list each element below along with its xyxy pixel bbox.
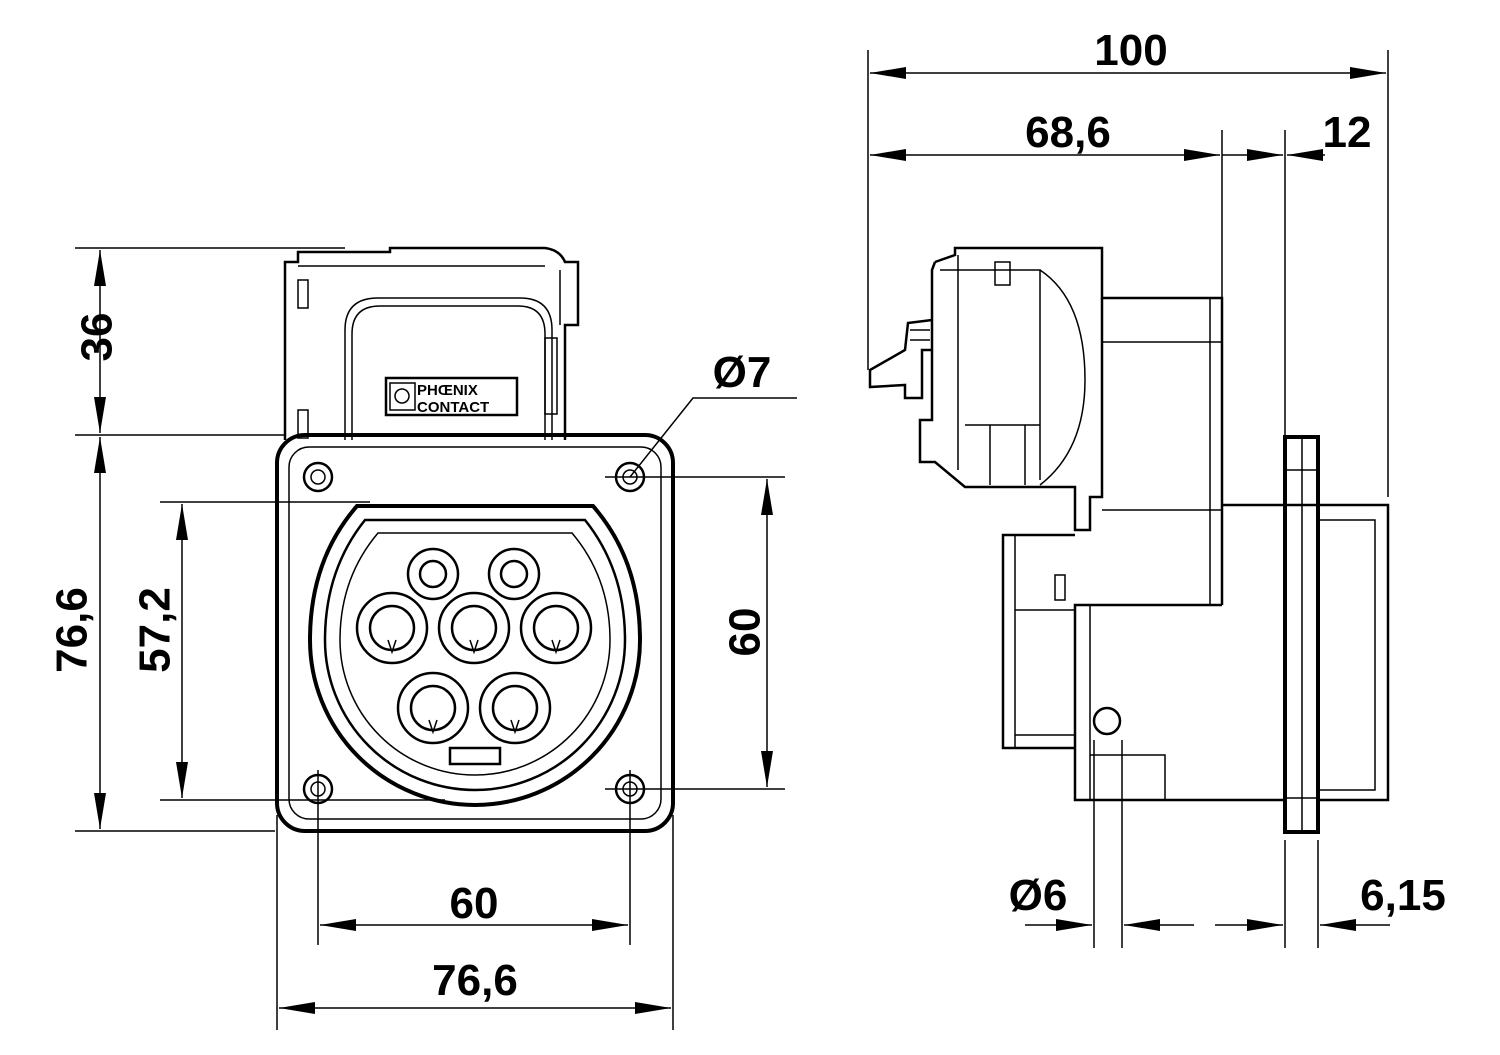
front-extension-lines [75, 247, 785, 1030]
side-dimension-lines [870, 67, 1390, 931]
contact-pin-pp [487, 547, 541, 601]
front-view: PHŒNIX CONTACT [48, 246, 797, 1030]
dim-inner-height: 57,2 [131, 587, 180, 673]
dim-rear-depth: 68,6 [1025, 108, 1111, 157]
contact-pin-cp [406, 547, 460, 601]
side-view: 100 68,6 12 Ø6 6,15 [867, 26, 1446, 948]
side-rear-assembly [868, 246, 1224, 605]
phoenix-contact-logo: PHŒNIX CONTACT [384, 376, 519, 417]
front-top-housing [283, 246, 580, 440]
contact-pin-n [437, 591, 511, 665]
mounting-hole-tl [302, 461, 334, 493]
contact-pin-pe [478, 671, 552, 745]
front-flange-plate [275, 433, 675, 833]
dim-overall-depth: 100 [1094, 26, 1167, 75]
dim-pin-diameter: Ø6 [1009, 871, 1068, 920]
dim-hole-spacing-horizontal: 60 [450, 879, 499, 928]
dim-overall-height: 76,6 [48, 587, 97, 673]
logo-line2: CONTACT [417, 399, 489, 416]
dim-hole-spacing-vertical: 60 [721, 608, 770, 657]
dim-top-height: 36 [73, 313, 122, 362]
contact-pin-l3 [396, 671, 470, 745]
side-flange [1283, 435, 1320, 834]
contact-pin-l2 [519, 591, 593, 665]
side-front-body [1001, 503, 1390, 802]
side-extension-lines [867, 50, 1389, 948]
front-dimension-lines [94, 250, 797, 1014]
dim-flange-thickness: 6,15 [1360, 871, 1446, 920]
socket-face [307, 504, 643, 807]
contact-pin-l1 [355, 591, 429, 665]
dim-hole-diameter: Ø7 [713, 348, 772, 397]
dim-overall-width: 76,6 [432, 956, 518, 1005]
logo-line1: PHŒNIX [417, 382, 478, 399]
dim-flange-offset: 12 [1323, 108, 1372, 157]
